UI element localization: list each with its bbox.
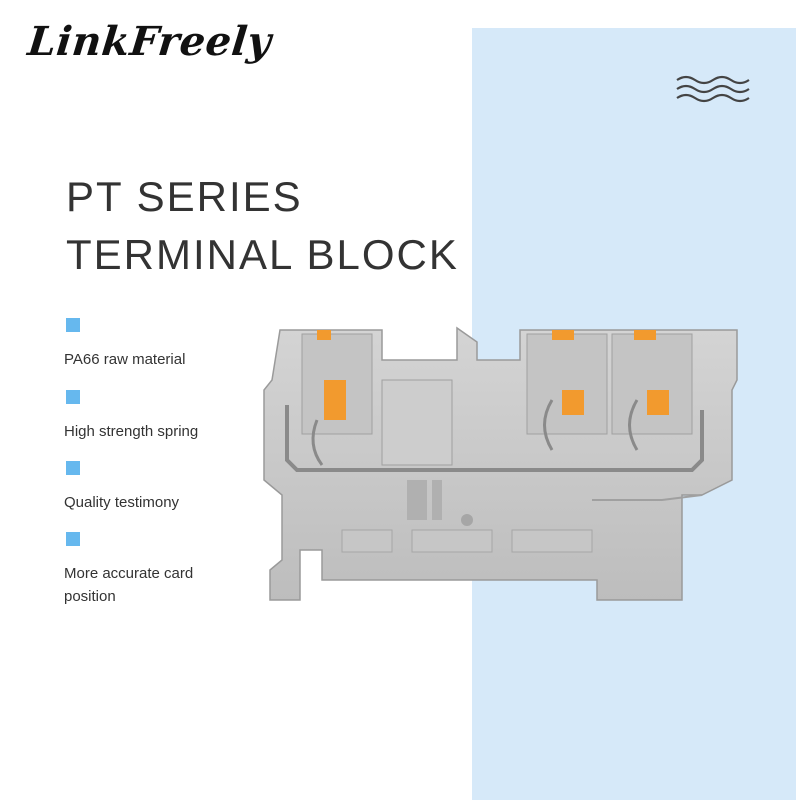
square-bullet-icon [66,532,80,546]
waves-icon [676,75,750,103]
page-title: PT SERIES TERMINAL BLOCK [66,168,459,284]
title-line-2: TERMINAL BLOCK [66,231,459,278]
brand-logo: LinkFreely [25,18,274,65]
square-bullet-icon [66,390,80,404]
title-line-1: PT SERIES [66,173,303,220]
feature-label: High strength spring [64,423,199,440]
feature-label: More accurate card position [64,565,194,605]
feature-label: Quality testimony [64,494,180,511]
square-bullet-icon [66,318,80,332]
square-bullet-icon [66,461,80,475]
terminal-block-image [263,326,738,601]
feature-label: PA66 raw material [64,351,186,368]
